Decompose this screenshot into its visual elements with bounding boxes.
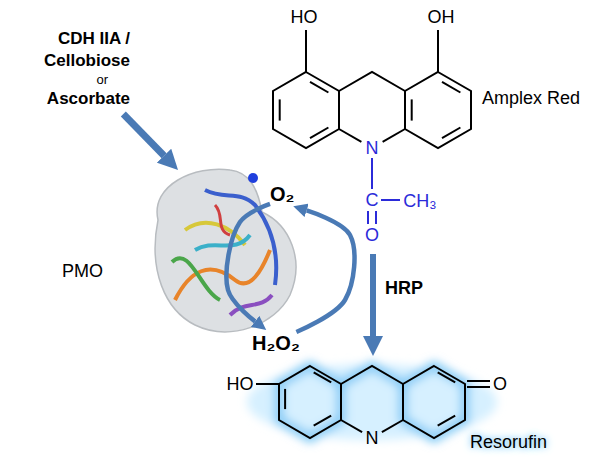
node-text: or [96,72,130,88]
reaction-arrow [123,114,164,156]
resorufin-structure [403,366,465,438]
resorufin-structure [256,366,490,438]
amplex-red-structure [279,99,281,120]
enzyme-node: PMO [150,170,260,325]
node-text: CDH IIA / Cellobiose [5,28,130,72]
atom-label: C [366,191,379,209]
atom-label: CH₃ [403,192,436,210]
reaction-arrow [296,210,354,332]
acetyl-group [367,211,369,224]
protein-surface [175,250,270,300]
resorufin-structure [256,383,279,385]
node-text: PMO [62,261,103,282]
atom-label: HO [291,8,318,26]
resorufin-structure [467,386,490,388]
protein-surface [155,169,296,332]
atom-label: O [365,226,379,244]
node-text: Ascorbate [47,88,130,110]
amplex-red-structure [273,72,339,148]
resorufin-structure [341,366,403,384]
acetyl-group [371,158,373,189]
amplex-red-structure [442,82,460,93]
acetyl-group [375,211,377,224]
amplex-red-structure [310,128,328,139]
amplex-red-structure [305,30,307,72]
amplex-red-structure [383,129,405,142]
resorufin-structure [382,420,403,432]
atom-label: HO [227,375,254,393]
amplex-red-structure [405,72,471,148]
resorufin-structure [438,416,456,426]
resorufin-structure [284,389,286,409]
reductant-box: CDH IIA / CellobioseorAscorbate [5,28,130,114]
protein-surface [215,205,230,235]
amplex-red-structure [339,129,361,142]
amplex-red-structure [442,128,460,139]
node-text: Amplex Red [482,88,580,109]
species-label: O₂ [270,183,294,210]
resorufin-structure [314,416,332,426]
reaction-arrow [370,254,376,336]
atom-label: N [366,139,379,157]
enzyme-label: HRP [383,278,425,300]
resorufin-glow [403,366,465,438]
substrate-node: Amplex Red [268,4,478,254]
protein-surface [248,173,258,183]
atom-label: OH [428,8,455,26]
protein-surface [195,235,250,250]
amplex-red-structure [273,30,471,148]
resorufin-structure [467,380,490,382]
resorufin-structure [341,420,362,432]
node-text: Resorufin [470,432,547,453]
resorufin-glow [341,366,403,384]
amplex-red-structure [411,99,413,120]
amplex-red-structure [339,72,405,91]
species-label: H₂O₂ [252,332,300,359]
atom-label: N [366,429,379,447]
node-text: H₂O₂ [252,332,300,355]
node-text: O₂ [270,183,294,206]
resorufin-structure [438,372,456,382]
amplex-red-structure [437,30,439,72]
acetyl-group [381,199,400,201]
protein-surface [172,258,220,300]
resorufin-glow [279,366,341,438]
resorufin-structure [279,366,341,438]
amplex-red-structure [310,82,328,93]
protein-surface [155,169,296,332]
resorufin-structure [314,372,332,382]
reaction-arrow [226,204,270,322]
atom-label: O [493,375,507,393]
